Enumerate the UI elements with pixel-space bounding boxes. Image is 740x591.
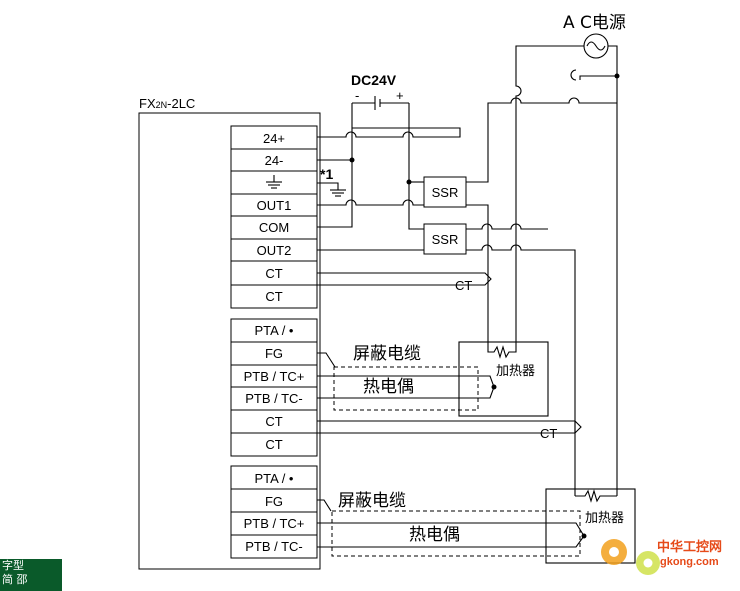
ground-icon [266,175,282,189]
terminal-ct-2: CT [265,289,282,304]
svg-text:DC24V: DC24V [351,72,397,88]
terminal-group-2: PTA / • FG PTB / TC+ PTB / TC- CT CT [230,318,318,457]
terminal-pta-1: PTA / • [255,323,294,338]
terminal-out1: OUT1 [257,198,292,213]
watermark-logo: 中华工控网 gkong.com [601,539,722,575]
ime-line-2: 简 邵 [2,573,28,586]
heater-2-box [545,488,636,564]
ct-label-1: CT [455,278,472,293]
heater-1-resistor-icon [487,329,517,359]
heater-1-label: 加热器 [496,364,535,379]
svg-text:gkong.com: gkong.com [660,556,719,568]
shield-cable-label-1: 屏蔽电缆 [353,344,421,364]
terminal-ptb-tcminus-1: PTB / TC- [245,391,303,406]
terminal-24minus: 24- [265,153,284,168]
shield-2 [331,510,581,557]
svg-text:-: - [355,88,359,103]
terminal-group-1: 24+ 24- OUT1 COM OUT2 CT CT [230,125,318,309]
shield-1 [333,366,479,411]
ground-icon-external [330,189,346,197]
terminal-com: COM [259,220,289,235]
shield-cable-label-2: 屏蔽电缆 [338,491,406,511]
terminal-pta-2: PTA / • [255,471,294,486]
ac-source: A C电源 [515,13,626,496]
terminal-ptb-tcminus-2: PTB / TC- [245,539,303,554]
terminal-ct-3: CT [265,414,282,429]
terminal-out2: OUT2 [257,243,292,258]
dc24v-supply: DC24V - + [351,72,410,182]
svg-text:中华工控网: 中华工控网 [657,539,722,554]
heater-1-box [458,341,549,417]
ime-line-1: 字型 [2,559,24,572]
note-1: *1 [320,166,333,182]
svg-text:SSR: SSR [432,185,459,200]
terminal-ptb-tcplus-1: PTB / TC+ [244,369,305,384]
svg-text:+: + [396,88,404,103]
heater-2-label: 加热器 [585,511,624,526]
terminal-24plus: 24+ [263,131,285,146]
terminal-ct-1: CT [265,266,282,281]
svg-text:A C电源: A C电源 [563,13,626,33]
terminal-fg-1: FG [265,346,283,361]
heater-2-resistor-icon [575,489,617,503]
svg-text:SSR: SSR [432,232,459,247]
terminal-fg-2: FG [265,494,283,509]
ct-label-2: CT [540,426,557,441]
thermocouple-label-1: 热电偶 [363,377,414,397]
thermocouple-label-2: 热电偶 [409,525,460,545]
ssr-1 [423,176,467,208]
ssr-2 [423,223,467,255]
module-title: FX2N-2LC [139,96,195,111]
terminal-ct-4: CT [265,437,282,452]
terminal-group-3: PTA / • FG PTB / TC+ PTB / TC- [230,465,318,559]
ime-status-bar[interactable]: 字型 简 邵 [0,559,62,591]
terminal-ptb-tcplus-2: PTB / TC+ [244,516,305,531]
